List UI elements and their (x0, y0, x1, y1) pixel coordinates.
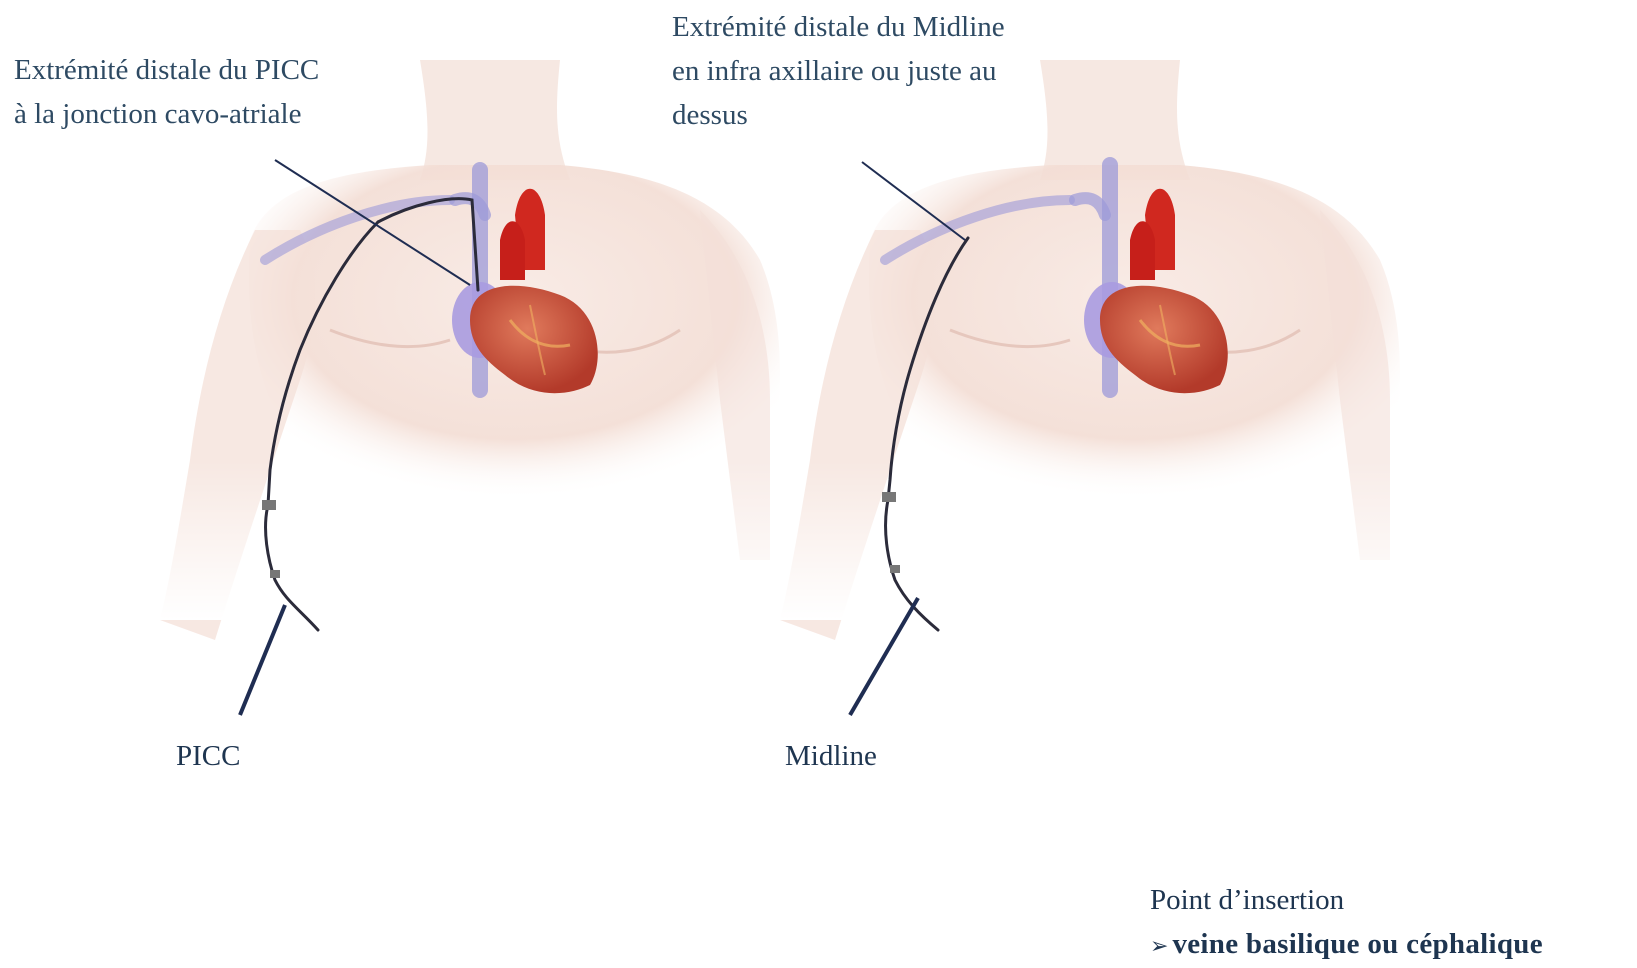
picc-tip-line1: Extrémité distale du PICC (14, 48, 319, 92)
midline-tip-line3: dessus (672, 93, 1005, 137)
picc-tip-line2: à la jonction cavo-atriale (14, 92, 319, 136)
midline-tip-line2: en infra axillaire ou juste au (672, 49, 1005, 93)
picc-label: PICC (176, 734, 240, 778)
torso-illustration-midline (770, 60, 1410, 640)
insertion-detail-row: ➢veine basilique ou céphalique (1150, 922, 1543, 968)
insertion-title: Point d’insertion (1150, 878, 1543, 922)
arrow-bullet-icon: ➢ (1150, 933, 1168, 958)
midline-label: Midline (785, 734, 877, 778)
insertion-detail: veine basilique ou céphalique (1172, 928, 1542, 960)
midline-tip-line1: Extrémité distale du Midline (672, 5, 1005, 49)
pointer-line-picc-insertion (240, 605, 285, 715)
insertion-point-note: Point d’insertion ➢veine basilique ou cé… (1150, 878, 1543, 968)
midline-tip-caption: Extrémité distale du Midline en infra ax… (672, 5, 1005, 137)
picc-tip-caption: Extrémité distale du PICC à la jonction … (14, 48, 319, 136)
